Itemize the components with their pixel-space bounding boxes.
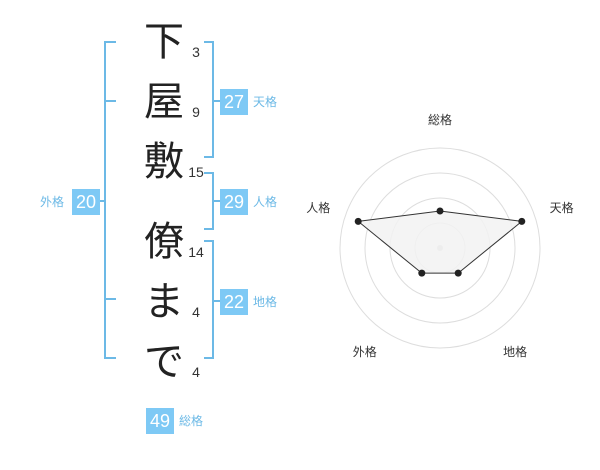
name-char-1: 下 xyxy=(144,19,184,65)
name-char-3: 敷 xyxy=(144,139,184,185)
stroke-count-3: 15 xyxy=(188,164,204,180)
jinkaku-label: 人格 xyxy=(253,195,278,209)
stroke-count-1: 3 xyxy=(192,44,200,60)
name-char-5: ま xyxy=(144,279,184,325)
radar-axis-label: 人格 xyxy=(306,201,331,216)
name-char-6: で xyxy=(144,339,184,385)
radar-point-1 xyxy=(436,207,444,215)
radar-points xyxy=(354,207,526,277)
tenkaku-value-badge: 27 xyxy=(220,89,248,115)
radar-axis-label: 総格 xyxy=(427,113,453,127)
name-char-2: 屋 xyxy=(144,79,184,125)
soukaku-label: 総格 xyxy=(179,414,204,428)
radar-axis-label: 外格 xyxy=(352,344,377,359)
chikaku-label: 地格 xyxy=(253,295,278,309)
stroke-count-6: 4 xyxy=(192,364,200,380)
radar-ring xyxy=(339,147,541,349)
radar-ring xyxy=(364,172,516,324)
gaikaku-label: 外格 xyxy=(40,195,65,209)
gaikaku-value-badge: 20 xyxy=(72,189,100,215)
chikaku-value-badge: 22 xyxy=(220,289,248,315)
soukaku-value-badge: 49 xyxy=(146,408,174,434)
tenkaku-label: 天格 xyxy=(253,95,278,109)
stroke-count-2: 9 xyxy=(192,104,200,120)
radar-point-5 xyxy=(354,217,362,225)
name-char-4: 僚 xyxy=(144,219,184,265)
radar-point-3 xyxy=(454,269,462,277)
radar-series-polygon xyxy=(356,210,524,274)
radar-axis-label: 天格 xyxy=(549,201,574,216)
radar-axis-label: 地格 xyxy=(503,344,528,359)
jinkaku-value-badge: 29 xyxy=(220,189,248,215)
radar-ring xyxy=(389,197,491,299)
radar-point-4 xyxy=(418,269,426,277)
radar-series xyxy=(356,210,524,274)
stroke-count-5: 4 xyxy=(192,304,200,320)
radar-point-2 xyxy=(518,217,526,225)
stroke-count-4: 14 xyxy=(188,244,204,260)
